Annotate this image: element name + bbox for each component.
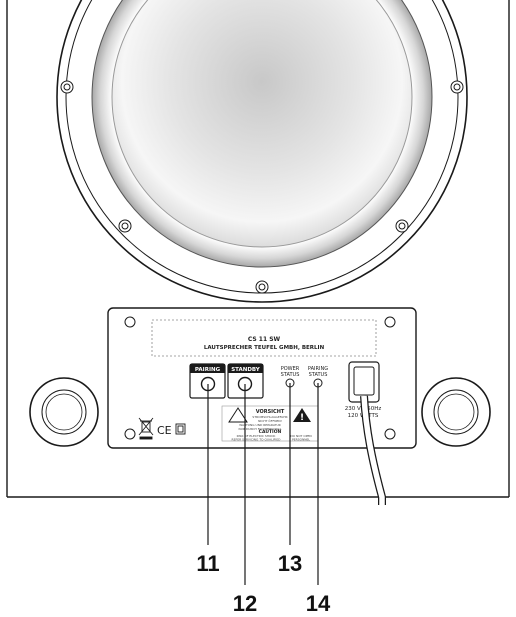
- pairing-button-group: PAIRING: [189, 363, 226, 399]
- standby-label: STANDBY: [231, 367, 261, 373]
- caution-text-4: PERSONNEL: [292, 438, 310, 442]
- panel-screw: [124, 316, 136, 328]
- caution-text-1: RISK OF ELECTRIC SHOCK: [237, 434, 277, 438]
- caution-text-3: REFER SERVICING TO QUALIFIED: [232, 438, 282, 442]
- power-status-label-2: STATUS: [281, 372, 300, 378]
- woofer: [56, 0, 468, 303]
- warning-triangle-left: [228, 407, 248, 423]
- leader-lines: [207, 383, 319, 585]
- back-panel: CS 11 SW LAUTSPRECHER TEUFEL GMBH, BERLI…: [107, 307, 417, 449]
- warning-text-3: WARTUNG UND REPARATUR: [239, 423, 281, 427]
- weee-bin-icon: [138, 417, 154, 440]
- power-status-label-1: POWER: [281, 366, 300, 372]
- ce-mark: CE: [157, 424, 172, 437]
- left-foot: [29, 377, 99, 447]
- type-label-area: [151, 319, 377, 357]
- svg-text:!: !: [300, 413, 304, 423]
- callout-14: 14: [306, 591, 331, 616]
- woofer-screws: [60, 80, 464, 294]
- caution-title: CAUTION: [259, 429, 282, 435]
- panel-screw: [384, 428, 396, 440]
- caution-text-2: DO NOT OPEN: [290, 434, 311, 438]
- panel-screw: [384, 316, 396, 328]
- warning-text-2: NICHT ÖFFNEN!: [258, 418, 282, 423]
- callout-13: 13: [278, 551, 302, 576]
- callout-12: 12: [233, 591, 257, 616]
- power-socket: [348, 361, 380, 403]
- woofer-cone: [111, 0, 413, 248]
- cabinet: [6, 0, 510, 498]
- pairing-label: PAIRING: [195, 367, 221, 373]
- standby-button-group: STANDBY: [227, 363, 264, 399]
- warning-title: VORSICHT: [256, 409, 285, 415]
- model-text: CS 11 SW: [248, 336, 281, 343]
- warning-triangle-right: [293, 408, 311, 422]
- warning-text-4: NUR DURCH FACHPERSONAL: [238, 427, 281, 431]
- panel-screw: [124, 428, 136, 440]
- pairing-status-label-2: STATUS: [309, 372, 328, 378]
- warning-text-1: STROMSCHLAGGEFAHR: [252, 415, 287, 419]
- right-foot: [421, 377, 491, 447]
- pairing-status-label-1: PAIRING: [308, 366, 328, 372]
- double-insulation-icon: [175, 423, 186, 435]
- maker-text: LAUTSPRECHER TEUFEL GMBH, BERLIN: [204, 345, 325, 351]
- warning-label: ! VORSICHT STROMSCHLAGGEFAHR NICHT ÖFFNE…: [221, 405, 319, 442]
- callout-11: 11: [196, 551, 219, 576]
